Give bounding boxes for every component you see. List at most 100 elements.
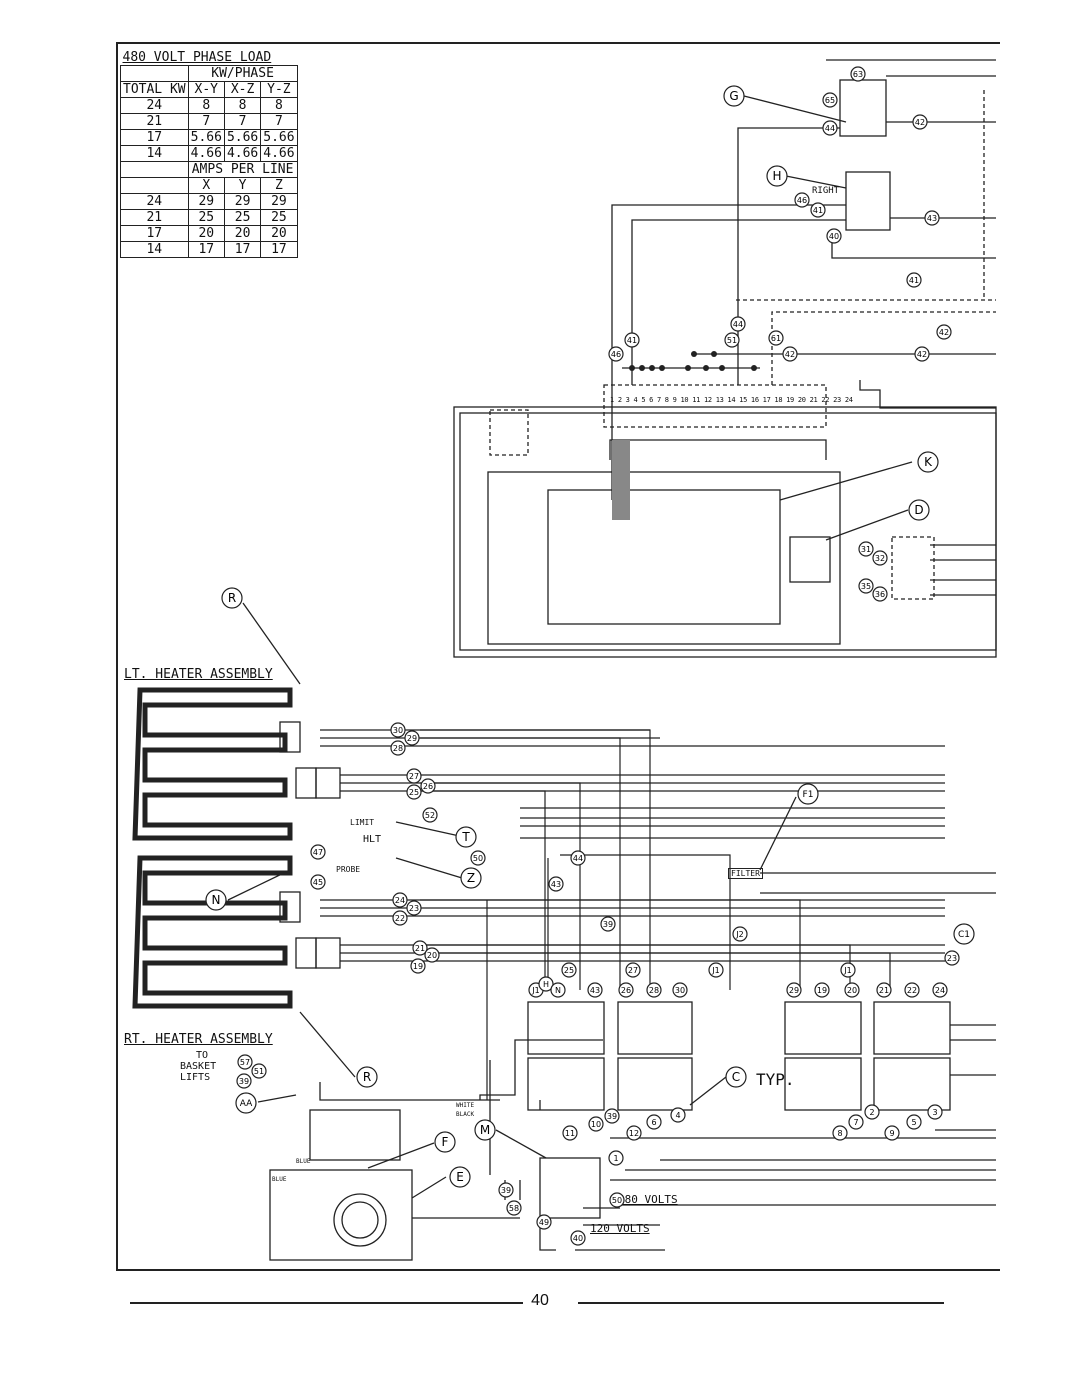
contactor <box>784 1001 862 1055</box>
svg-text:27: 27 <box>409 772 419 781</box>
svg-text:43: 43 <box>590 986 600 995</box>
svg-text:24: 24 <box>935 986 945 995</box>
callout-g: G <box>723 85 745 107</box>
svg-text:R: R <box>363 1070 371 1084</box>
svg-text:23: 23 <box>409 904 419 913</box>
callout-k: K <box>917 451 939 473</box>
wire-number: 45 <box>310 874 326 890</box>
svg-text:46: 46 <box>611 350 621 359</box>
svg-text:22: 22 <box>907 986 917 995</box>
wire-number: 11 <box>562 1125 578 1141</box>
svg-text:44: 44 <box>573 854 583 863</box>
svg-text:25: 25 <box>564 966 574 975</box>
wire-number: 63 <box>850 66 866 82</box>
wire-number: 9 <box>884 1125 900 1141</box>
table-cell: 29 <box>260 193 298 210</box>
blue-label: BLUE <box>296 1158 311 1165</box>
wire-number: 21 <box>876 982 892 998</box>
contactor <box>617 1001 693 1055</box>
probe-label: PROBE <box>336 865 361 874</box>
wire-number: 44 <box>730 316 746 332</box>
callout-r: R <box>356 1066 378 1088</box>
svg-text:65: 65 <box>825 96 835 105</box>
svg-text:J1: J1 <box>531 986 539 995</box>
wire-number: 42 <box>914 346 930 362</box>
wire-number: 42 <box>936 324 952 340</box>
svg-text:51: 51 <box>254 1067 264 1076</box>
wire-number: 44 <box>570 850 586 866</box>
callout-h: H <box>766 165 788 187</box>
wire-number: J1 <box>840 962 856 978</box>
wire-number: 43 <box>924 210 940 226</box>
wire-number: 23 <box>406 900 422 916</box>
svg-text:43: 43 <box>927 214 937 223</box>
svg-text:11: 11 <box>565 1129 575 1138</box>
wire-number: 25 <box>561 962 577 978</box>
wire-number: 19 <box>814 982 830 998</box>
wire-number: 4 <box>670 1107 686 1123</box>
svg-text:44: 44 <box>825 124 835 133</box>
svg-text:K: K <box>924 455 933 469</box>
svg-text:7: 7 <box>853 1118 858 1127</box>
wire-number: 52 <box>422 807 438 823</box>
table-title: 480 VOLT PHASE LOAD <box>122 50 272 65</box>
svg-text:2: 2 <box>869 1108 874 1117</box>
power-supply-board <box>269 1169 413 1261</box>
wire-number: 26 <box>618 982 634 998</box>
wire-number: 7 <box>848 1114 864 1130</box>
wire-number: 24 <box>932 982 948 998</box>
svg-text:30: 30 <box>393 726 403 735</box>
svg-text:29: 29 <box>407 734 417 743</box>
wire-number: 35 <box>858 578 874 594</box>
svg-text:J2: J2 <box>735 930 743 939</box>
filter-label: FILTER <box>728 868 763 879</box>
svg-text:29: 29 <box>789 986 799 995</box>
wire-number: 26 <box>420 778 436 794</box>
wire-number: 51 <box>251 1063 267 1079</box>
svg-text:19: 19 <box>817 986 827 995</box>
svg-text:26: 26 <box>621 986 631 995</box>
wire-number: 30 <box>390 722 406 738</box>
wire-number: 20 <box>424 947 440 963</box>
wire-number: 10 <box>588 1116 604 1132</box>
svg-text:20: 20 <box>847 986 857 995</box>
wire-number: 29 <box>404 730 420 746</box>
col-header: Y-Z <box>260 81 298 98</box>
rt-heater-coil <box>132 855 293 1009</box>
wire-number: J2 <box>732 926 748 942</box>
svg-text:T: T <box>461 830 470 844</box>
rt-heater-label: RT. HEATER ASSEMBLY <box>124 1032 273 1047</box>
wire-number: 58 <box>506 1200 522 1216</box>
svg-text:30: 30 <box>675 986 685 995</box>
svg-text:24: 24 <box>395 896 405 905</box>
svg-text:39: 39 <box>607 1112 617 1121</box>
wire-number: 43 <box>587 982 603 998</box>
wire-number: 44 <box>822 120 838 136</box>
page-rule-right <box>578 1302 944 1304</box>
svg-text:42: 42 <box>939 328 949 337</box>
callout-m: M <box>474 1119 496 1141</box>
svg-text:31: 31 <box>861 545 871 554</box>
svg-text:4: 4 <box>675 1111 680 1120</box>
wire-number: 28 <box>390 740 406 756</box>
wire-number: 6 <box>646 1114 662 1130</box>
wire-number: H <box>538 976 554 992</box>
volts-480-label: 480 VOLTS <box>618 1193 678 1206</box>
wire-number: 41 <box>810 202 826 218</box>
svg-text:57: 57 <box>240 1058 250 1067</box>
limit-label: LIMIT <box>350 818 375 827</box>
wire-number: 40 <box>826 228 842 244</box>
wire-number: 50 <box>470 850 486 866</box>
connector-strip <box>603 384 827 428</box>
svg-text:36: 36 <box>875 590 885 599</box>
wire-number: 23 <box>944 950 960 966</box>
svg-text:61: 61 <box>771 334 781 343</box>
svg-text:H: H <box>772 169 781 183</box>
callout-f: F <box>434 1131 456 1153</box>
svg-text:40: 40 <box>573 1234 583 1243</box>
phase-load-table: 480 VOLT PHASE LOAD KW/PHASE TOTAL KW X-… <box>120 50 298 258</box>
wire-number: 1 <box>608 1150 624 1166</box>
black-label: BLACK <box>456 1111 475 1118</box>
